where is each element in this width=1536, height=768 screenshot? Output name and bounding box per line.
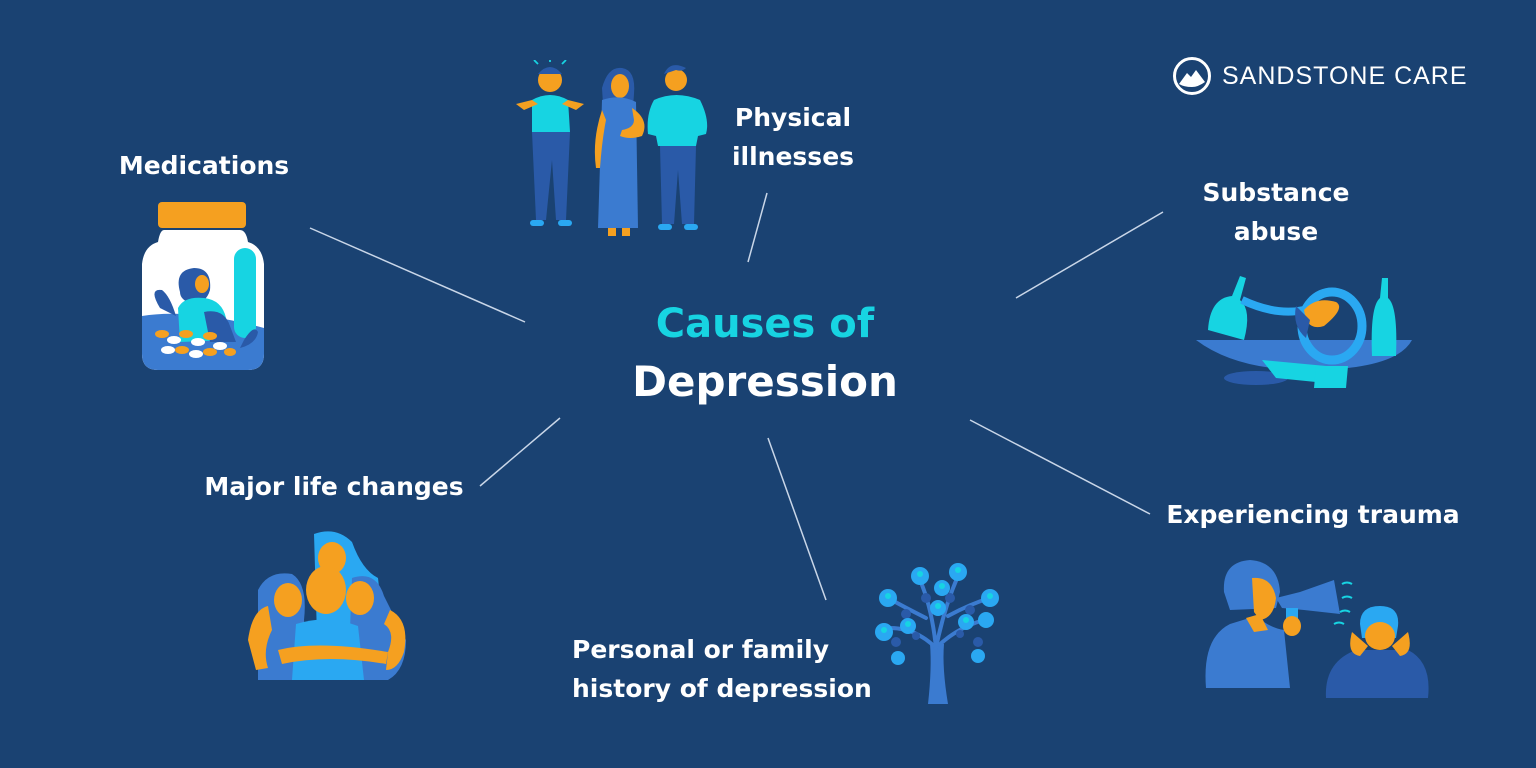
bottles-person-illustration-icon	[1196, 270, 1416, 400]
cause-label-medications: Medications	[118, 151, 290, 180]
title-line-causes: Causes of	[655, 301, 875, 347]
cause-label-experiencing-trauma: Experiencing trauma	[1166, 500, 1460, 529]
cause-label-physical-illnesses: Physical illnesses	[731, 103, 855, 171]
cause-label-substance-abuse: Substance abuse	[1202, 178, 1350, 246]
brand-logo: SANDSTONE CARE	[1172, 56, 1468, 96]
family-hug-illustration-icon	[248, 530, 410, 682]
brand-name: SANDSTONE CARE	[1222, 61, 1468, 90]
family-tree-illustration-icon	[866, 558, 1006, 708]
cause-label-family-history: Personal or family history of depression	[572, 635, 872, 703]
pill-jar-person-illustration-icon	[140, 200, 268, 372]
cause-label-major-life-changes: Major life changes	[204, 472, 464, 501]
megaphone-yelling-illustration-icon	[1200, 558, 1432, 698]
center-title: Causes of Depression	[600, 296, 930, 412]
title-line-depression: Depression	[632, 357, 898, 406]
ill-people-illustration-icon	[510, 60, 715, 240]
mountain-circle-logo-icon	[1172, 56, 1212, 96]
